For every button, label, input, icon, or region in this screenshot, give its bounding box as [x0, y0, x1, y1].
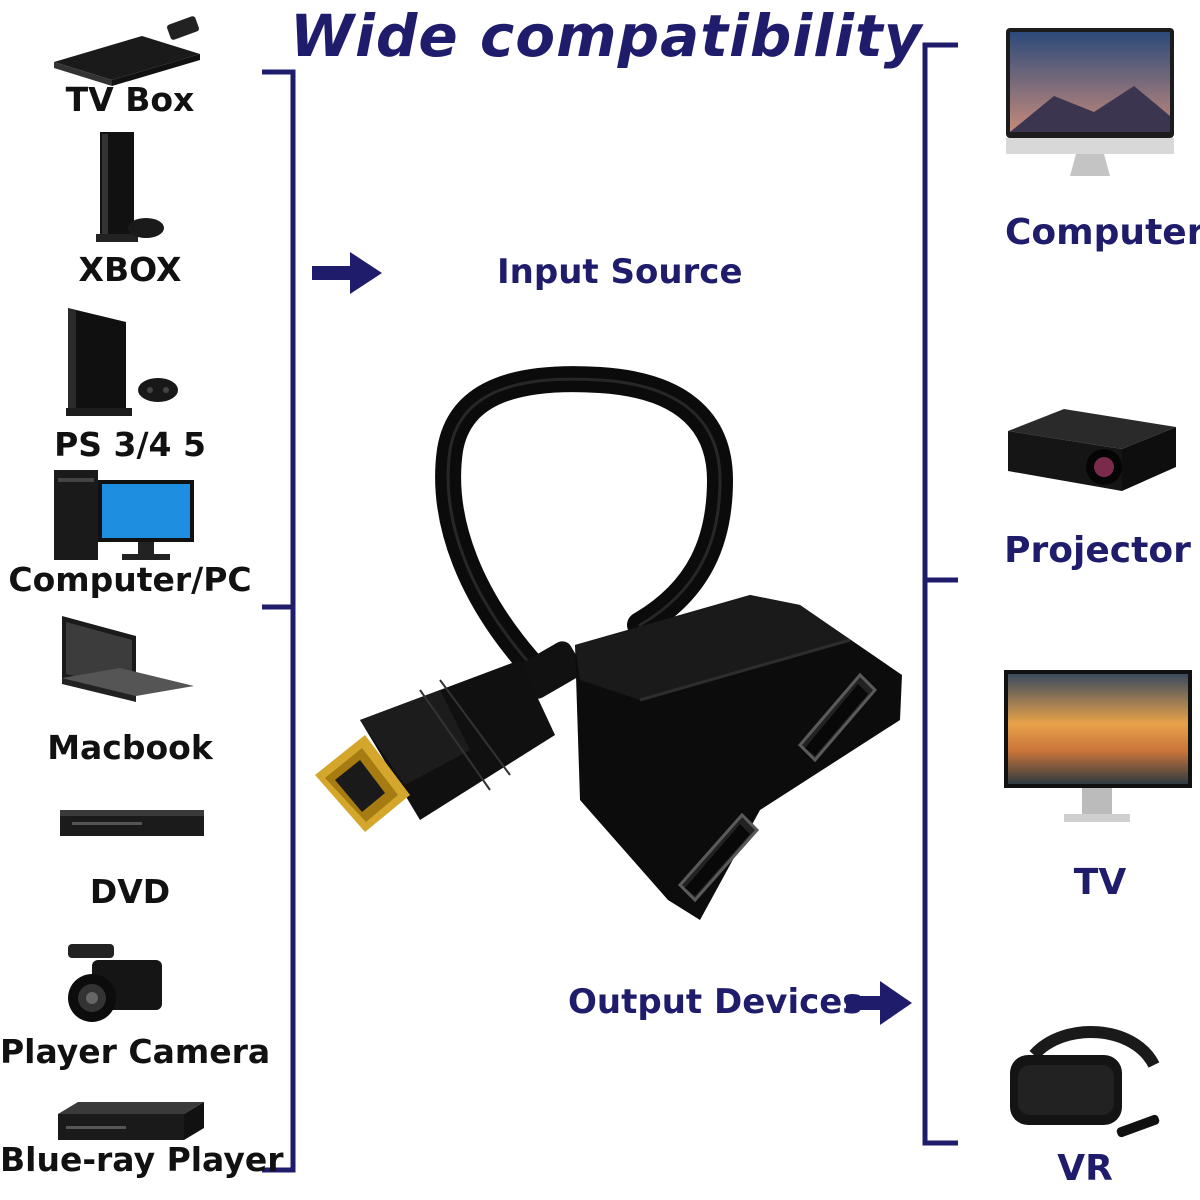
- xbox-icon: [96, 130, 166, 245]
- input-device-label-player-camera: Player Camera: [0, 1032, 271, 1071]
- input-source-label: Input Source: [497, 252, 743, 292]
- output-device-label-vr: VR: [1057, 1148, 1113, 1189]
- output-devices-label: Output Devices: [568, 982, 863, 1022]
- input-device-label-tv-box: TV Box: [65, 80, 195, 119]
- output-device-label-projector: Projector: [1004, 530, 1191, 571]
- output-device-label-computer: Computer: [1005, 212, 1200, 253]
- input-device-label-playstation: PS 3/4 5: [54, 425, 206, 464]
- input-device-label-bluray-player: Blue-ray Player: [0, 1140, 284, 1179]
- video-camera-icon: [62, 938, 172, 1026]
- laptop-icon: [58, 614, 198, 712]
- hdmi-splitter-image: [315, 366, 902, 920]
- input-device-label-computer-pc: Computer/PC: [8, 560, 252, 599]
- input-device-label-dvd: DVD: [89, 872, 171, 911]
- input-device-label-macbook: Macbook: [47, 728, 213, 767]
- input-bracket: [262, 69, 296, 1173]
- bluray-player-icon: [56, 1100, 206, 1142]
- dvd-player-icon: [58, 808, 206, 838]
- desktop-pc-icon: [52, 468, 197, 563]
- playstation-icon: [66, 306, 180, 416]
- tv-monitor-icon: [1002, 668, 1194, 828]
- vr-headset-icon: [1004, 1025, 1162, 1143]
- output-device-label-tv: TV: [1073, 862, 1127, 903]
- tv-box-icon: [50, 14, 210, 86]
- page-title: Wide compatibility: [290, 2, 923, 70]
- projector-icon: [1004, 405, 1180, 495]
- imac-icon: [1004, 26, 1176, 181]
- output-arrow-icon: [846, 981, 912, 1025]
- input-device-label-xbox: XBOX: [78, 250, 182, 289]
- input-arrow-icon: [312, 252, 382, 294]
- output-bracket: [922, 42, 958, 1146]
